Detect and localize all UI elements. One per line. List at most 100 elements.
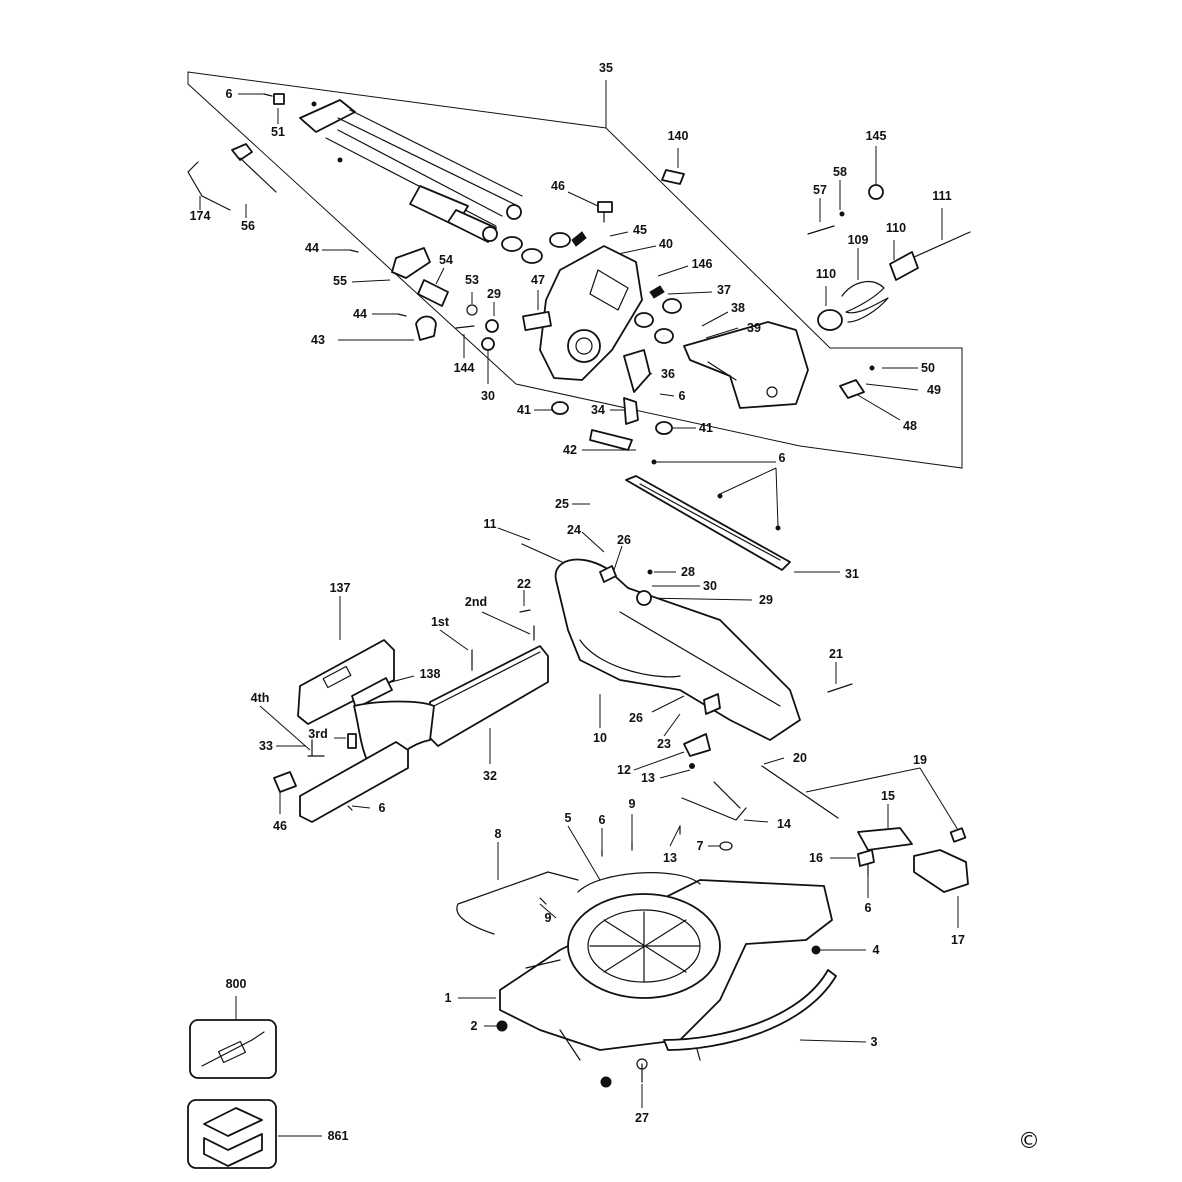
callout-label-110b: 110 [816, 267, 836, 281]
leader-40 [617, 245, 657, 255]
slide-rails-part [299, 99, 523, 243]
wrenches-part [187, 143, 277, 211]
callout-label-30b: 30 [703, 579, 717, 593]
callout-label-41b: 41 [699, 421, 713, 435]
callout-label-40: 40 [659, 237, 673, 251]
leader-19a [805, 767, 921, 793]
callout-label-7: 7 [697, 839, 704, 853]
lock-knob-part [597, 201, 613, 223]
callout-label-5: 5 [565, 811, 572, 825]
callout-label-140: 140 [668, 129, 689, 143]
pins-part [519, 543, 853, 693]
leader-lines [187, 71, 963, 1137]
callout-label-13b: 13 [663, 851, 677, 865]
rings-part [501, 231, 682, 344]
spring-assembly-part [807, 184, 971, 331]
leader-20 [763, 757, 785, 765]
leader-26a [613, 545, 623, 571]
leader-11 [497, 527, 531, 541]
feet-part [496, 945, 821, 1088]
callout-label-31: 31 [845, 567, 859, 581]
callout-label-46b: 46 [273, 819, 287, 833]
callout-label-17: 17 [951, 933, 965, 947]
callout-label-50: 50 [921, 361, 935, 375]
callout-label-1st: 1st [431, 615, 450, 629]
leader-54 [435, 267, 445, 285]
callout-label-3: 3 [871, 1035, 878, 1049]
callout-label-55: 55 [333, 274, 347, 288]
leader-29b [643, 597, 753, 601]
leader-146 [657, 265, 689, 277]
detent-lever-part [857, 827, 969, 893]
callout-label-110a: 110 [886, 221, 906, 235]
knob-48-part [839, 365, 875, 399]
leader-23 [663, 713, 681, 737]
callout-label-29b: 29 [759, 593, 773, 607]
label-140-part [661, 169, 685, 185]
callout-label-28: 28 [681, 565, 695, 579]
callout-label-37: 37 [717, 283, 731, 297]
leader-6d [351, 805, 371, 809]
callout-label-13a: 13 [641, 771, 655, 785]
leader-45 [609, 231, 629, 237]
callout-label-6d: 6 [379, 801, 386, 815]
callout-label-45: 45 [633, 223, 647, 237]
callout-label-2nd: 2nd [465, 595, 487, 609]
callout-label-44b: 44 [353, 307, 367, 321]
leader-24 [581, 531, 605, 553]
callout-label-54: 54 [439, 253, 453, 267]
leader-9b [539, 903, 557, 919]
callout-label-41a: 41 [517, 403, 531, 417]
small-screws-part [347, 805, 869, 905]
callout-label-39: 39 [747, 321, 761, 335]
callout-label-58: 58 [833, 165, 847, 179]
leader-46a [567, 191, 599, 207]
callout-label-3rd: 3rd [308, 727, 327, 741]
callout-label-109: 109 [848, 233, 869, 247]
callout-label-1: 1 [445, 991, 452, 1005]
callout-label-145: 145 [866, 129, 887, 143]
guard-rail-31-part [625, 459, 791, 571]
callout-label-25: 25 [555, 497, 569, 511]
assembly-35-outline [187, 71, 963, 469]
callout-label-11: 11 [483, 517, 496, 531]
callout-label-57: 57 [813, 183, 827, 197]
clamp-plate-137-part [297, 639, 395, 725]
carry-case-861-part [187, 1099, 277, 1169]
fence-lower-part [273, 625, 535, 823]
leader-19b [919, 767, 959, 831]
leader-4th [259, 705, 311, 751]
callout-label-10: 10 [593, 731, 607, 745]
callout-label-27: 27 [635, 1111, 649, 1125]
callout-label-26a: 26 [617, 533, 631, 547]
leader-6c-low [775, 467, 779, 527]
callout-label-861: 861 [328, 1129, 349, 1143]
leader-39 [705, 327, 739, 339]
callout-label-49: 49 [927, 383, 941, 397]
linkage-part [681, 733, 839, 821]
callout-label-19: 19 [913, 753, 927, 767]
callout-label-46a: 46 [551, 179, 565, 193]
callout-label-36: 36 [661, 367, 675, 381]
callout-label-21: 21 [829, 647, 843, 661]
callout-label-42: 42 [563, 443, 577, 457]
callout-label-138: 138 [420, 667, 441, 681]
leader-38 [701, 311, 729, 327]
callout-label-16: 16 [809, 851, 823, 865]
callout-label-800: 800 [226, 977, 247, 991]
leader-3 [799, 1039, 867, 1043]
callout-label-4th: 4th [251, 691, 270, 705]
leader-49 [865, 383, 919, 391]
callout-label-144: 144 [454, 361, 475, 375]
base-turntable-part [499, 872, 833, 1061]
callout-label-33: 33 [259, 739, 273, 753]
leader-12 [633, 751, 685, 771]
leader-1st [439, 629, 469, 651]
callout-label-38: 38 [731, 301, 745, 315]
blade-guard-10-part [554, 558, 801, 741]
callout-label-23: 23 [657, 737, 671, 751]
leader-13a [659, 769, 691, 779]
callout-label-32: 32 [483, 769, 497, 783]
